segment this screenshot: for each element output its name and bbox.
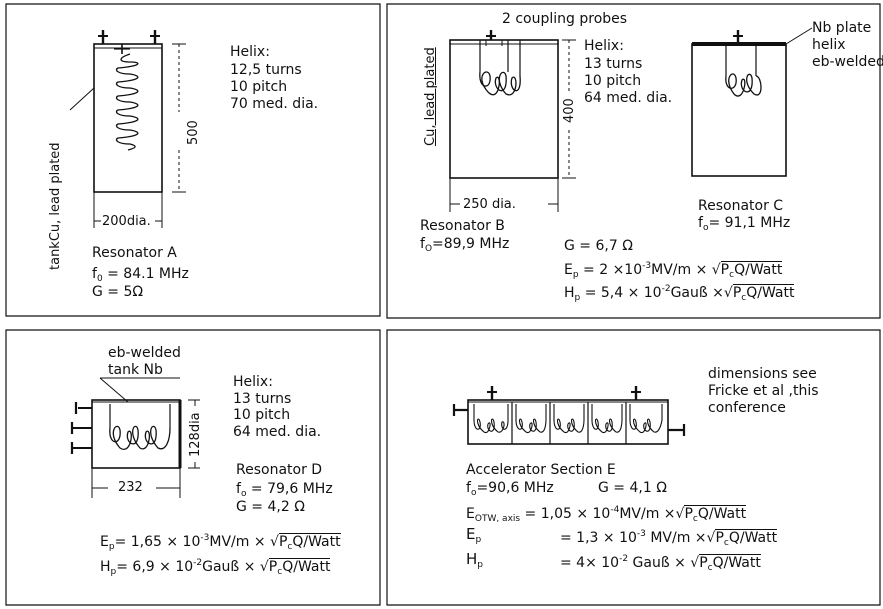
nb-plate-label: Nb plate <box>812 20 872 36</box>
accelerator-e-hp-symbol: Hp <box>466 550 483 571</box>
resonator-c-f0: fo= 91,1 MHz <box>698 215 791 233</box>
helix-b-pitch: 10 pitch <box>584 73 642 89</box>
helix-d-pitch: 10 pitch <box>233 407 291 423</box>
resonator-d-hp: Hp= 6,9 × 10-2Gauß × √PcQ/Watt <box>100 558 331 577</box>
resonator-b-height-dim: 400 <box>562 97 577 124</box>
resonator-d-drawing <box>70 377 200 498</box>
helix-a-pitch: 10 pitch <box>230 79 288 95</box>
helix-b-title: Helix: <box>584 38 624 54</box>
resonator-b-f0: fO=89,9 MHz <box>420 236 510 254</box>
resonator-a-f0: f0 = 84.1 MHz <box>92 266 189 284</box>
resonator-c-drawing <box>691 27 813 177</box>
resonator-d-height-dim: 128dia <box>188 411 203 458</box>
helix-d-title: Helix: <box>233 374 273 390</box>
resonator-c-name: Resonator C <box>698 198 784 214</box>
resonator-a-side-label: tankCu, lead plated <box>48 142 63 270</box>
accelerator-e-f0: fo=90,6 MHz <box>466 480 554 498</box>
accelerator-e-g: G = 4,1 Ω <box>598 480 667 496</box>
resonator-d-g: G = 4,2 Ω <box>236 499 305 515</box>
helix-d-turns: 13 turns <box>233 391 292 407</box>
eb-welded-label: eb-welded <box>812 54 883 70</box>
resonator-d-width-dim: 232 <box>118 480 143 495</box>
panel-frames <box>5 3 881 606</box>
resonator-d-name: Resonator D <box>236 462 323 478</box>
resonator-bc-hp: Hp = 5,4 × 10-2Gauß ×√PcQ/Watt <box>564 284 795 303</box>
accelerator-e-ep: = 1,3 × 10-3 MV/m ×√PcQ/Watt <box>560 529 778 548</box>
resonator-b-width-dim: 250 dia. <box>463 197 516 212</box>
helix-b-turns: 13 turns <box>584 56 643 72</box>
helix-b-dia: 64 med. dia. <box>584 90 673 106</box>
resonator-a-drawing <box>69 30 186 228</box>
accelerator-e-ep-symbol: Ep <box>466 525 482 546</box>
dims-line-3: conference <box>708 400 786 416</box>
helix-a-dia: 70 med. dia. <box>230 96 319 112</box>
coupling-probes-label: 2 coupling probes <box>502 11 628 27</box>
helix-a-title: Helix: <box>230 44 270 60</box>
resonator-a-name: Resonator A <box>92 245 177 261</box>
resonator-a-height-dim: 500 <box>186 119 201 146</box>
resonator-d-f0: fo = 79,6 MHz <box>236 481 333 499</box>
resonator-a-g: G = 5Ω <box>92 284 144 300</box>
accelerator-e-drawing <box>452 386 686 445</box>
dims-line-2: Fricke et al ,this <box>708 383 819 399</box>
resonator-b-side-label: Cu, lead plated <box>423 47 438 146</box>
helix-label: helix <box>812 37 846 53</box>
resonator-b-drawing <box>449 30 576 212</box>
resonator-d-tank: tank Nb <box>108 362 163 378</box>
resonator-bc-g: G = 6,7 Ω <box>564 238 633 254</box>
dims-line-1: dimensions see <box>708 366 817 382</box>
resonator-d-eb-welded: eb-welded <box>108 345 181 361</box>
helix-a-turns: 12,5 turns <box>230 62 302 78</box>
resonator-b-name: Resonator B <box>420 218 505 234</box>
accelerator-e-hp: = 4× 10-2 Gauß × √PcQ/Watt <box>560 554 761 573</box>
accelerator-e-name: Accelerator Section E <box>466 462 616 478</box>
resonator-bc-ep: Ep = 2 ×10-3MV/m × √PcQ/Watt <box>564 261 783 280</box>
resonator-a-width-dim: 200dia. <box>102 214 151 229</box>
resonator-d-ep: Ep= 1,65 × 10-3MV/m × √PcQ/Watt <box>100 533 341 552</box>
accelerator-e-eotw: EOTW, axis = 1,05 × 10-4MV/m ×√PcQ/Watt <box>466 505 747 524</box>
helix-d-dia: 64 med. dia. <box>233 424 322 440</box>
